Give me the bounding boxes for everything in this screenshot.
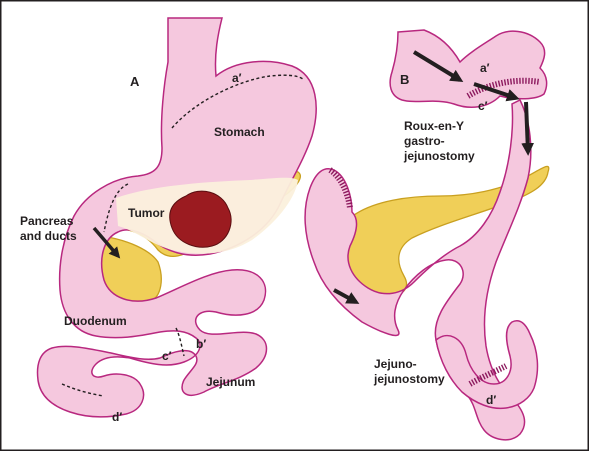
label-roux-en-y: Roux-en-Y bbox=[404, 119, 464, 133]
label-jejuno: Jejuno- bbox=[374, 357, 417, 371]
flow-arrow-3 bbox=[526, 102, 528, 152]
label-duodenum: Duodenum bbox=[64, 314, 127, 328]
label-tumor: Tumor bbox=[128, 206, 165, 220]
label-b-c-prime: c′ bbox=[478, 99, 488, 113]
panel-a-letter: A bbox=[130, 74, 140, 89]
label-jejunum: Jejunum bbox=[206, 375, 255, 389]
label-b-d-prime: d′ bbox=[486, 393, 496, 407]
label-b-prime: b′ bbox=[196, 337, 206, 351]
label-c-prime: c′ bbox=[162, 349, 172, 363]
label-and-ducts: and ducts bbox=[20, 229, 77, 243]
panel-b: B a′ c′ Roux-en-Y gastro- jejunostomy Je… bbox=[305, 30, 549, 440]
label-b-a-prime: a′ bbox=[480, 61, 490, 75]
label-gastro: gastro- bbox=[404, 134, 445, 148]
panel-a: A a′ Stomach Tumor Pancreas and ducts Du… bbox=[20, 18, 316, 424]
label-d-prime: d′ bbox=[112, 410, 122, 424]
tumor bbox=[170, 191, 231, 247]
label-a-prime: a′ bbox=[232, 71, 242, 85]
label-jejunostomy-2: jejunostomy bbox=[373, 372, 445, 386]
label-stomach: Stomach bbox=[214, 125, 265, 139]
label-jejunostomy: jejunostomy bbox=[403, 149, 475, 163]
label-pancreas: Pancreas bbox=[20, 214, 74, 228]
panel-b-letter: B bbox=[400, 72, 409, 87]
